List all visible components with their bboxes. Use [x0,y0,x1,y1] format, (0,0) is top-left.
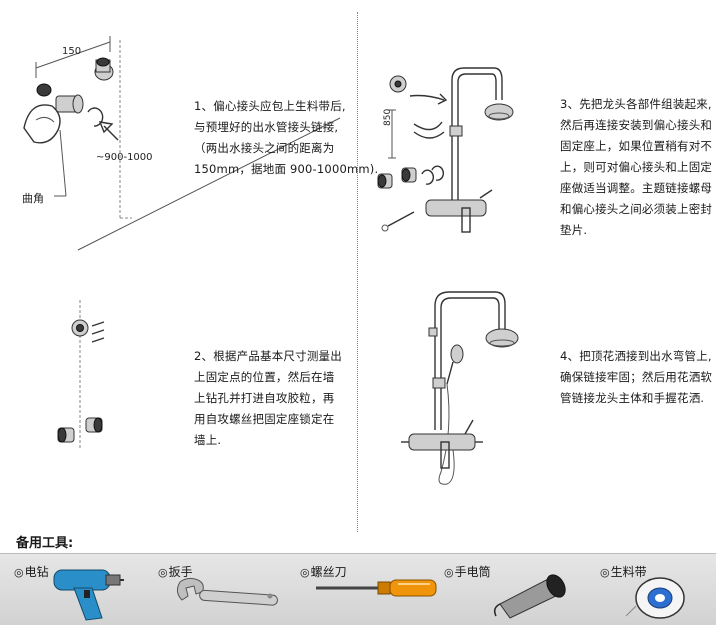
dimension-height-label: ~900-1000 [96,152,153,163]
bullet-icon: ◎ [600,566,610,579]
step-3-text: 3、先把龙头各部件组装起来, 然后再连接安装到偏心接头和 固定座上，如果位置稍有… [560,94,712,241]
step-4-line: 4、把顶花洒接到出水弯管上, [560,349,712,363]
bullet-icon: ◎ [14,566,24,579]
bullet-icon: ◎ [300,566,310,579]
mixer-body-icon [425,189,493,233]
step-2-line: 上固定点的位置，然后在墙 [194,370,335,384]
wall-mount-icon [71,319,105,343]
step2-diagram [57,300,105,450]
tool-drill-label: ◎电钻 [14,563,49,580]
ptfe-tape-icon [625,577,685,619]
flashlight-icon [493,574,566,619]
eccentric-fitting-left [23,83,84,144]
bullet-icon: ◎ [444,566,454,579]
step-1-text: 1、偏心接头应包上生料带后, 与预埋好的出水管接头链接, （两出水接头之间的距离… [194,96,378,180]
column-divider [357,12,358,532]
step-4-line: 管链接龙头主体和手握花洒. [560,391,705,405]
overhead-shower-icon [485,328,519,348]
wrench-icon [176,577,278,606]
step4-diagram [401,291,519,485]
fitting-pair-icon [57,417,103,443]
elbow-label: 曲角 [22,192,44,205]
step3-diagram [377,67,514,233]
step-3-line: 座做适当调整。主题链接螺母 [560,181,713,195]
mixer-icon [401,419,483,469]
step-2-line: 上钻孔并打进自攻胶粒，再 [194,391,335,405]
tool-name: 螺丝刀 [310,565,347,579]
step-4-line: 确保链接牢固；然后用花洒软 [560,370,713,384]
tool-tape-label: ◎生料带 [600,563,647,580]
step-1-line: （两出水接头之间的距离为 [194,141,335,155]
tool-wrench-label: ◎扳手 [158,563,193,580]
screwdriver-icon [316,579,437,597]
dimension-width-label: 150 [62,46,82,57]
tool-name: 手电筒 [454,565,491,579]
step-2-line: 用自攻螺丝把固定座锁定在 [194,412,335,426]
step-3-line: 和偏心接头之间必须装上密封 [560,202,713,216]
tool-name: 生料带 [610,565,647,579]
dimension-850-label: 850 [383,108,393,126]
step-1-line: 150mm，据地面 900-1000mm). [194,162,379,176]
insert-arrow-icon [98,121,119,141]
step-2-text: 2、根据产品基本尺寸测量出 上固定点的位置，然后在墙 上钻孔并打进自攻胶粒，再 … [194,346,342,451]
bullet-icon: ◎ [158,566,168,579]
step-4-text: 4、把顶花洒接到出水弯管上, 确保链接牢固；然后用花洒软 管链接龙头主体和手握花… [560,346,712,409]
step-2-line: 2、根据产品基本尺寸测量出 [194,349,342,363]
step-3-line: 固定座上，如果位置稍有对不 [560,139,713,153]
tool-screwdriver-label: ◎螺丝刀 [300,563,347,580]
step-3-line: 然后再连接安装到偏心接头和 [560,118,713,132]
fitting-parts-icon [377,165,445,232]
step-1-line: 与预埋好的出水管接头链接, [194,120,339,134]
step-2-line: 墙上. [194,433,222,447]
tool-name: 扳手 [168,565,193,579]
step-3-line: 垫片. [560,223,588,237]
tool-flashlight-label: ◎手电筒 [444,563,491,580]
step1-diagram [23,36,341,251]
hand-shower-icon [432,344,464,389]
tool-name: 电钻 [24,565,49,579]
shower-head-icon [484,103,514,121]
step-3-line: 3、先把龙头各部件组装起来, [560,97,712,111]
tools-title: 备用工具: [16,536,74,551]
step-1-line: 1、偏心接头应包上生料带后, [194,99,346,113]
step-3-line: 上，则可对偏心接头和上固定 [560,160,713,174]
drill-icon [53,569,124,621]
eccentric-fitting-right [94,57,114,81]
